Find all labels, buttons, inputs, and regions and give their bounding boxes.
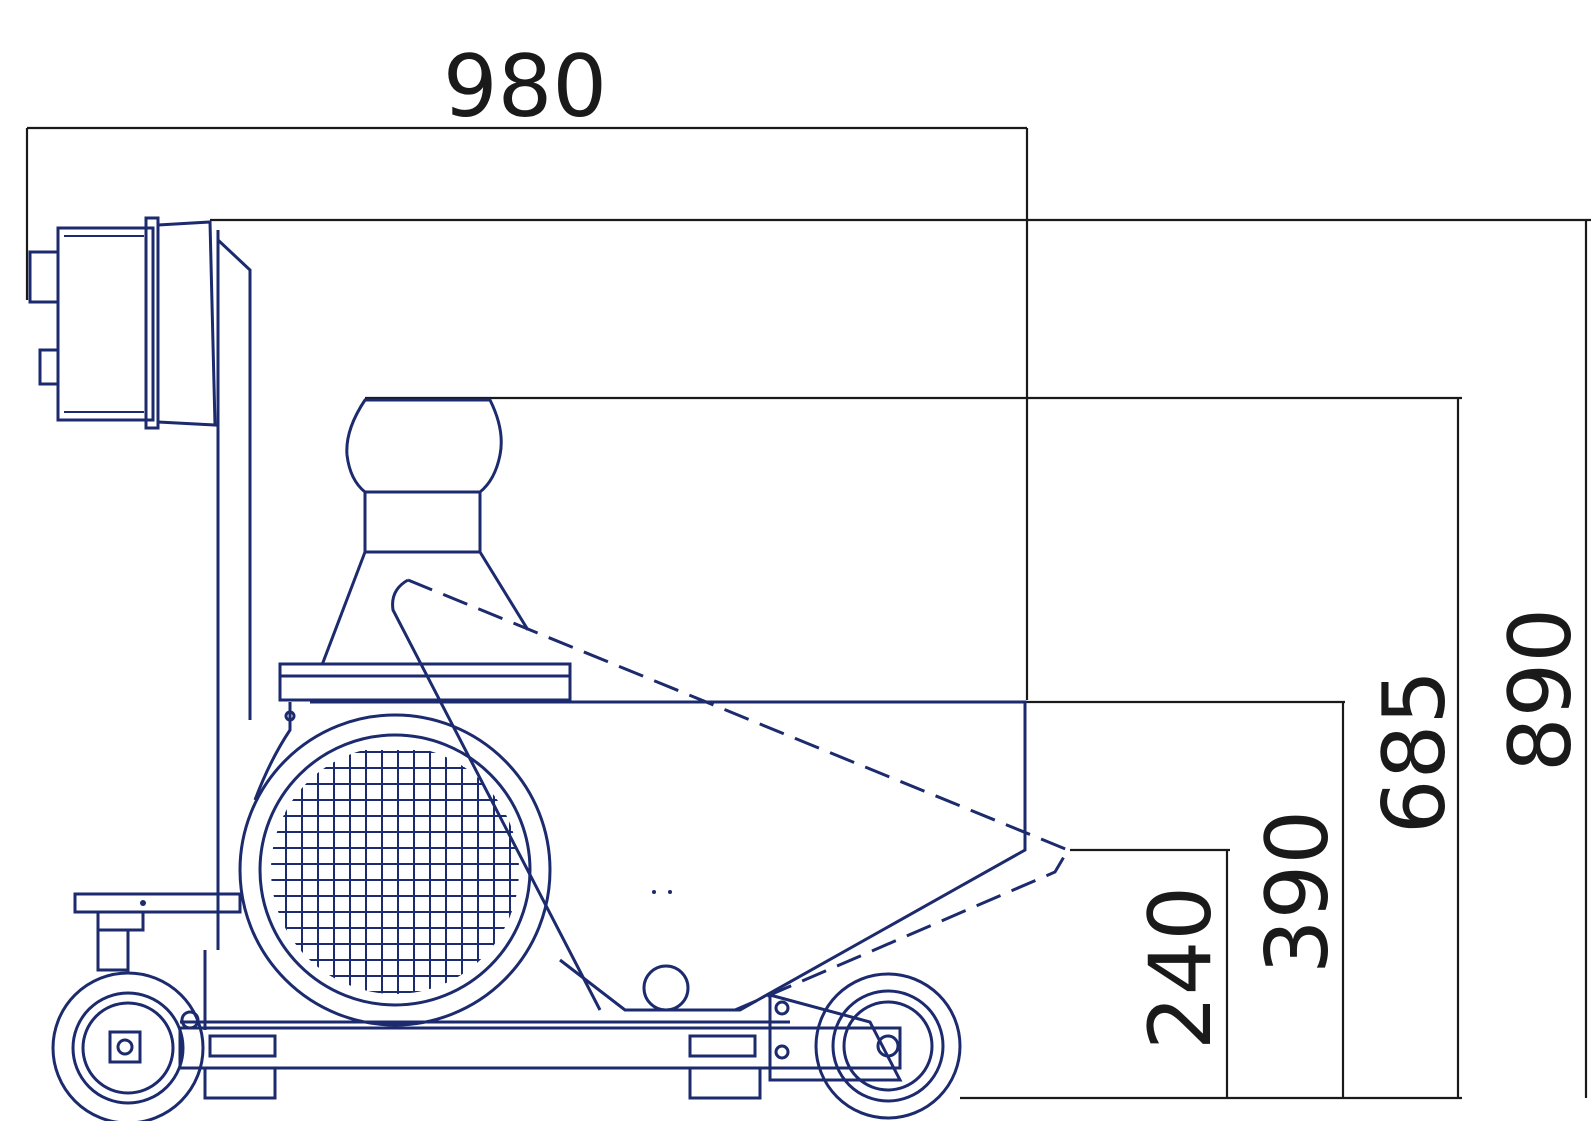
dimension-height-total-label: 890 [1491,608,1591,772]
dimension-height-hopper-rim-label: 390 [1248,810,1348,974]
dimension-length-label: 980 [443,37,607,137]
rear-wheel [51,971,205,1121]
mixing-drum [238,713,552,1027]
dimension-length: 980 [25,37,1029,700]
frame-post [203,230,252,1030]
dimension-height-total: 890 [210,218,1591,1098]
chassis [178,1010,902,1100]
dimension-height-outlet-label: 240 [1131,886,1231,1050]
drum-mesh [271,750,519,994]
front-wheel [768,972,962,1120]
rear-handle [73,892,242,972]
hopper-body [253,700,1027,1012]
control-box [28,216,217,430]
dimension-height-outlet: 240 [1070,848,1231,1098]
hopper-tilted-outline [391,578,1071,1012]
dimension-height-hopper-top-label: 685 [1365,670,1465,834]
dimension-height-hopper-top: 685 [365,396,1465,1098]
motor-housing [278,398,572,702]
